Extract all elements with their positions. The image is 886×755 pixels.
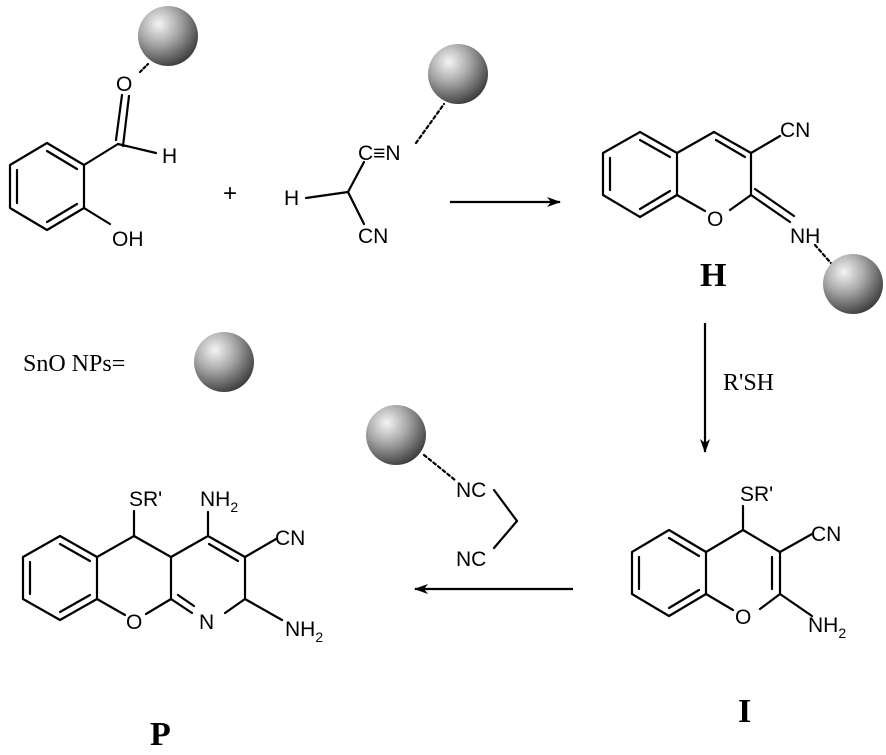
malononitrile-reagent-2 [422, 453, 519, 550]
sno-nanoparticle-2 [428, 44, 488, 104]
atom-NH2-bottom-P: NH2 [285, 618, 323, 645]
legend-nanoparticle [194, 332, 254, 392]
atom-NH: NH [790, 225, 820, 248]
atom-OH: OH [112, 228, 144, 251]
atom-CEqN: C≡N [358, 142, 401, 165]
atom-O-ring-H: O [707, 208, 723, 231]
atom-CN-H: CN [780, 119, 810, 142]
atom-NC-1: NC [456, 479, 486, 502]
atom-H-malononitrile: H [284, 187, 299, 210]
atom-O-ring-P: O [126, 611, 142, 634]
sno-nanoparticle-1 [138, 6, 198, 66]
atom-O-aldehyde: O [116, 73, 132, 96]
label-intermediate-H: H [700, 257, 726, 294]
sno-nanoparticle-3 [823, 254, 883, 314]
sno-nanoparticle-4 [366, 405, 426, 465]
atom-CN-P: CN [275, 527, 305, 550]
intermediate-H-molecule [601, 130, 839, 272]
atom-NH2-I: NH2 [808, 614, 846, 641]
atom-NH2-top-P: NH2 [200, 488, 238, 515]
product-P-molecule [21, 509, 284, 622]
label-product-P: P [150, 716, 171, 753]
intermediate-I-molecule [630, 504, 814, 618]
malononitrile-molecule [304, 102, 446, 226]
atom-O-ring-I: O [735, 606, 751, 629]
salicylaldehyde-molecule [8, 62, 158, 232]
label-intermediate-I: I [738, 693, 751, 730]
atom-N-ring-P: N [199, 611, 214, 634]
atom-CN-I: CN [811, 523, 841, 546]
atom-SR-I: SR' [740, 483, 773, 506]
atom-SR-P: SR' [129, 488, 162, 511]
plus-sign: + [223, 180, 237, 207]
atom-CN-malononitrile: CN [358, 225, 388, 248]
reagent-label: R'SH [723, 370, 774, 396]
atom-H-aldehyde: H [162, 145, 177, 168]
atom-NC-2: NC [456, 548, 486, 571]
legend-text: SnO NPs= [23, 351, 125, 377]
